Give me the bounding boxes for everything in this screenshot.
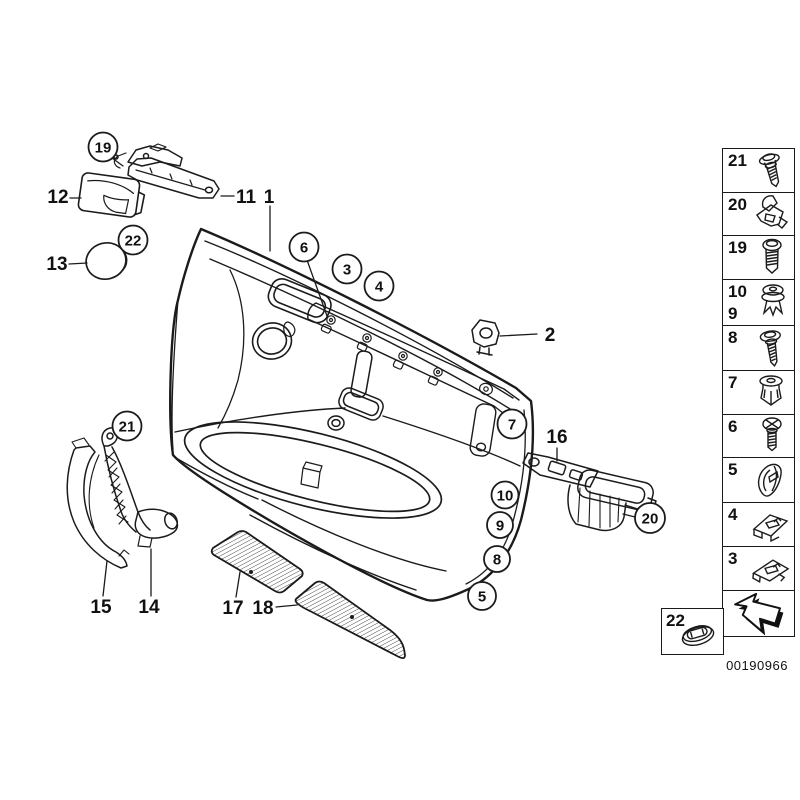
sill-screw-holes [320, 315, 493, 396]
label-14: 14 [138, 597, 160, 618]
label-12: 12 [47, 187, 68, 208]
legend-cell-6: 6 [722, 413, 795, 459]
legend-num-3: 3 [728, 549, 738, 569]
clip-part-2 [471, 319, 500, 356]
legend-num-19: 19 [728, 238, 747, 258]
door-edge-reflector [469, 403, 497, 457]
legend-cell-arrow [722, 590, 795, 638]
flange-screw-icon [758, 153, 780, 188]
legend-cell-4: 4 [722, 501, 795, 548]
legend-cell-5: 5 [722, 457, 795, 504]
callout-10: 10 [497, 488, 514, 505]
callout-21: 21 [119, 419, 136, 436]
handle-opening [267, 277, 332, 324]
legend-cell-21: 21 [722, 148, 795, 194]
callout-circles [87, 131, 666, 611]
bracket-clip-icon [752, 559, 790, 584]
tweeter-speaker-cutout [251, 321, 296, 360]
legend-cell-19: 19 [722, 235, 795, 281]
legend-num-21: 21 [728, 151, 747, 171]
legend-num-22: 22 [666, 611, 685, 630]
door-trim-panel [169, 227, 535, 602]
callout-22: 22 [125, 233, 142, 250]
oval-grommet-icon [681, 625, 715, 646]
flange-screw-icon [759, 329, 781, 367]
drawing-number: 00190966 [726, 658, 788, 673]
callout-4: 4 [375, 279, 384, 296]
callout-5: 5 [478, 589, 486, 606]
clamp-clip-icon [757, 463, 782, 497]
phillips-screw-icon [762, 417, 782, 452]
speaker-grille-part-17 [210, 530, 304, 594]
label-16: 16 [546, 427, 567, 448]
label-18: 18 [252, 598, 273, 619]
bracket-clip-icon [752, 513, 789, 542]
expansion-rivet-icon [761, 283, 785, 317]
connector-part-20 [567, 484, 639, 532]
legend-cell-20: 20 [722, 191, 795, 237]
callout-8: 8 [493, 552, 501, 569]
label-13: 13 [46, 254, 67, 275]
pan-screw-icon [762, 238, 782, 274]
speaker-grille-part-18 [294, 580, 406, 660]
legend-cell-22: 22 [661, 608, 724, 655]
legend-cell-7: 7 [722, 370, 795, 416]
callout-3: 3 [343, 262, 351, 279]
legend-cell-10-9: 10 9 [722, 278, 795, 327]
legend-num-5: 5 [728, 460, 738, 480]
plug-rivet-icon [759, 375, 783, 406]
legend-num-20: 20 [728, 194, 747, 214]
legend-num-4: 4 [728, 504, 738, 524]
handle-shell-part-12 [77, 172, 146, 218]
callout-19: 19 [95, 140, 112, 157]
legend-num-8: 8 [728, 328, 738, 348]
legend-num-9: 9 [728, 303, 738, 323]
label-2: 2 [545, 325, 556, 346]
callout-20: 20 [642, 511, 659, 528]
pull-handle-bracket-part-14 [101, 427, 179, 548]
legend-num-10: 10 [728, 281, 747, 301]
legend-num-6: 6 [728, 416, 738, 436]
window-switch-cutout [327, 350, 384, 431]
handle-carrier-part-11 [113, 143, 220, 199]
callout-6: 6 [300, 240, 308, 257]
label-17: 17 [222, 598, 243, 619]
fastener-legend: 21 20 19 [722, 148, 795, 638]
trim-strip-part-15 [66, 437, 130, 569]
retainer-clip-icon [756, 195, 789, 230]
legend-num-7: 7 [728, 373, 738, 393]
legend-cell-8: 8 [722, 325, 795, 373]
label-11: 11 [236, 187, 257, 208]
direction-arrow-icon [734, 592, 784, 636]
callout-7: 7 [508, 417, 516, 434]
leader-lines [68, 157, 558, 608]
callout-9: 9 [496, 518, 504, 535]
label-15: 15 [90, 597, 112, 618]
label-1: 1 [264, 187, 275, 208]
legend-cell-3: 3 [722, 546, 795, 593]
armrest-pocket [183, 421, 443, 519]
